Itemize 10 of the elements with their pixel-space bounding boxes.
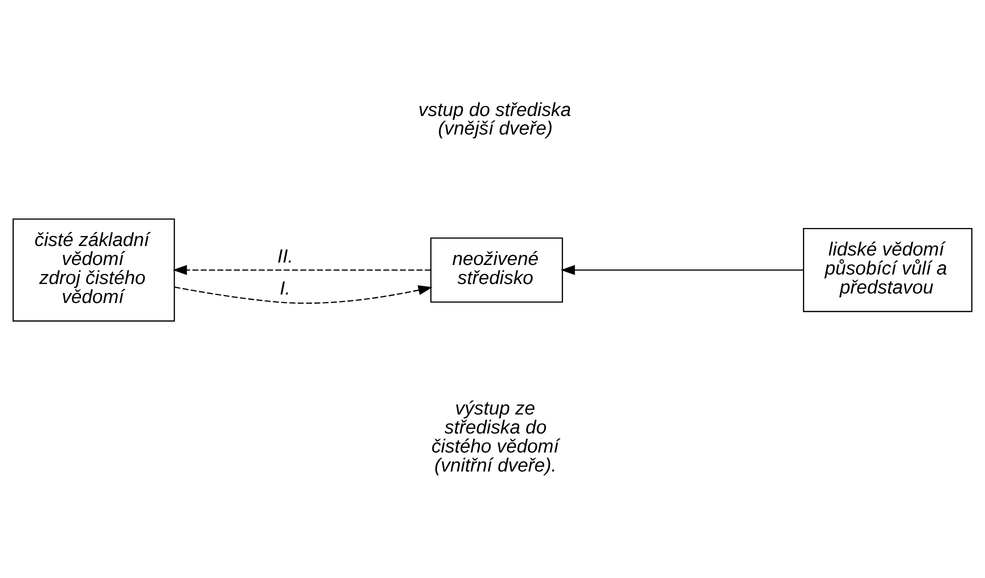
- node-box: lidské vědomí působící vůlí a představou: [802, 228, 972, 312]
- label: vstup do střediska (vnější dveře): [418, 100, 572, 140]
- node-box: neoživené středisko: [430, 237, 563, 303]
- arrow: [172, 265, 431, 276]
- edge-label: I.: [280, 278, 290, 300]
- arrow: [174, 285, 433, 304]
- edge-label: II.: [277, 246, 294, 268]
- arrow: [560, 265, 804, 276]
- node-box: čisté základní vědomí zdroj čistého vědomí: [12, 218, 175, 322]
- label: výstup ze střediska do čistého vědomí (vnitřní dveře).: [431, 398, 559, 476]
